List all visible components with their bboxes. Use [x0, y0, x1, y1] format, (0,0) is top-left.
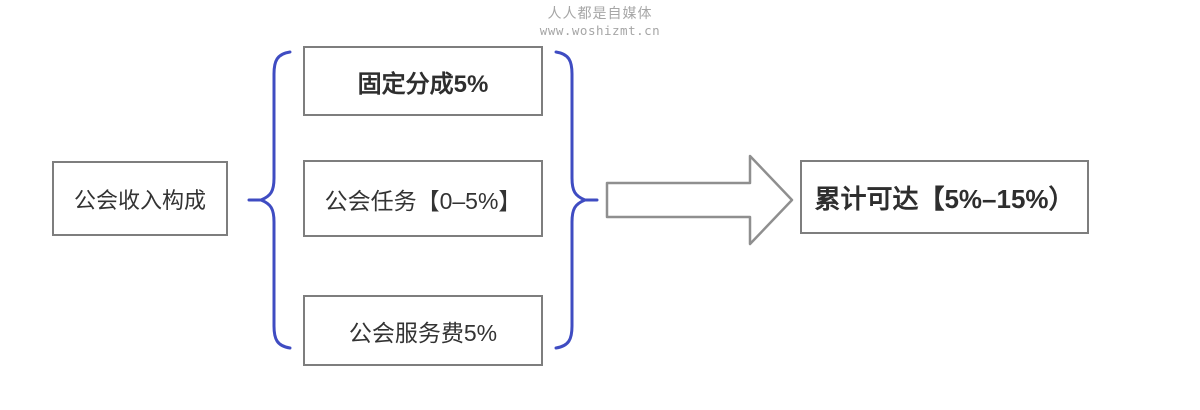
- branch-box-service-fee-label: 公会服务费5%: [348, 319, 498, 346]
- branch-box-service-fee: 公会服务费5%: [303, 295, 543, 366]
- result-box: 累计可达【5%–15%）: [800, 160, 1089, 234]
- source-box: 公会收入构成: [52, 161, 228, 236]
- branch-box-fixed-share: 固定分成5%: [303, 46, 543, 116]
- watermark: 人人都是自媒体 www.woshizmt.cn: [0, 5, 1200, 38]
- branch-box-guild-task: 公会任务【0–5%】: [303, 160, 543, 237]
- watermark-title: 人人都是自媒体: [547, 5, 653, 21]
- branch-box-fixed-share-label: 固定分成5%: [357, 70, 489, 98]
- source-box-label: 公会收入构成: [73, 187, 206, 213]
- branch-box-guild-task-label: 公会任务【0–5%】: [324, 187, 522, 214]
- right-arrow-icon: [605, 154, 794, 246]
- left-brace-icon: [247, 50, 292, 350]
- right-brace-icon: [554, 50, 599, 350]
- result-box-label: 累计可达【5%–15%）: [814, 183, 1075, 214]
- watermark-url: www.woshizmt.cn: [539, 22, 661, 38]
